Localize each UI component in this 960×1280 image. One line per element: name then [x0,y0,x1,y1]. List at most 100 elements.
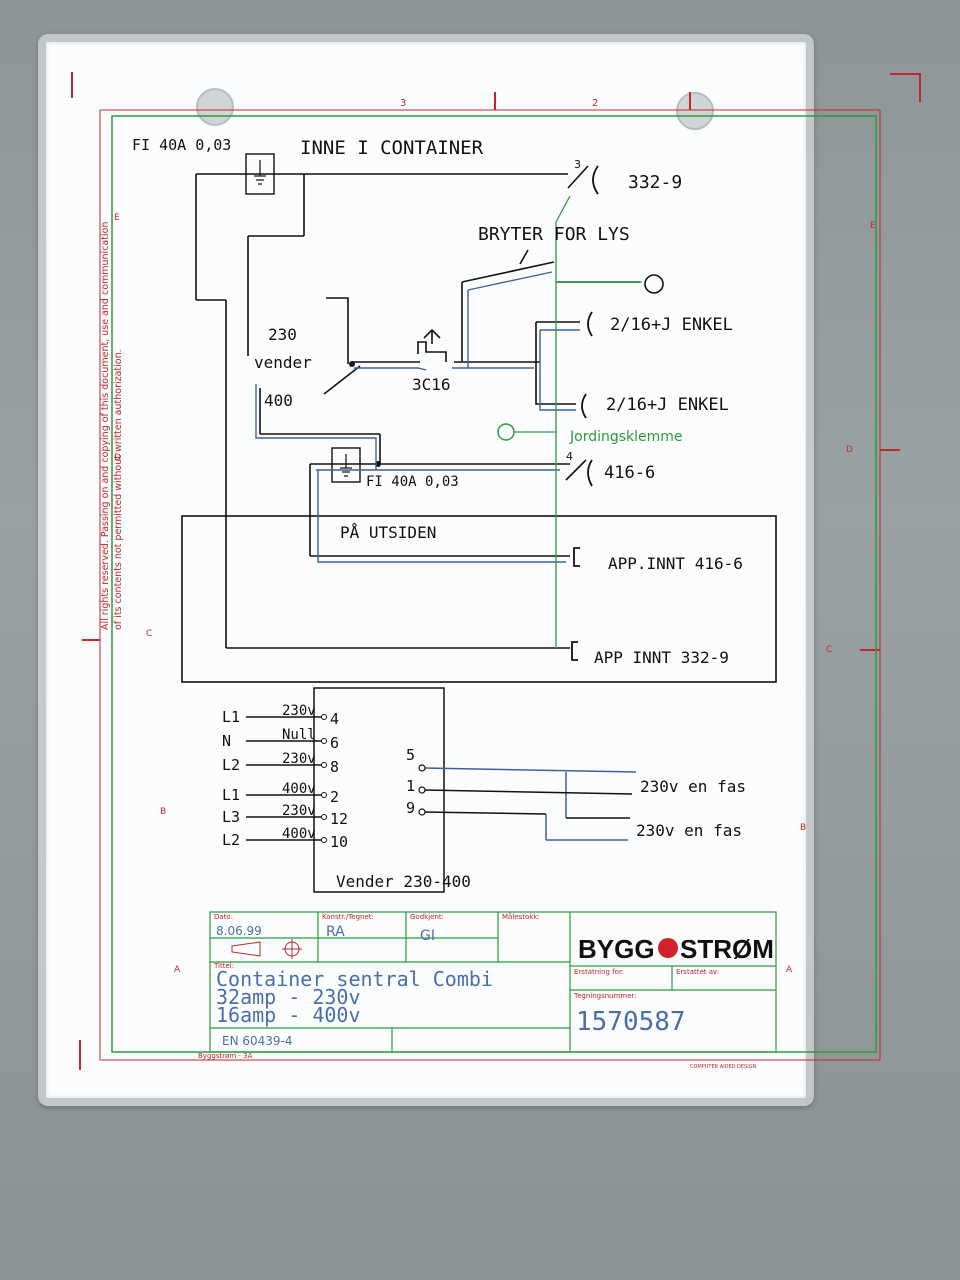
brand-logo-right: STRØM [680,934,774,964]
socket-brackets [571,165,599,661]
out-terminal-5: 5 [406,746,415,764]
changeover-label: Vender 230-400 [336,872,471,891]
inlet-416-label: APP.INNT 416-6 [608,554,743,573]
terminal-number: 6 [330,734,339,752]
earth-terminal-label: Jordingsklemme [569,429,683,445]
drawing-title-line-2: 32amp - 230v [216,985,361,1009]
zone-letter-left-a: A [174,965,181,975]
approved-caption: Godkjent: [410,913,444,921]
title-caption: Tittel: [213,962,234,970]
zone-letter-left-b: B [160,807,166,817]
drawing-date: 8.06.99 [216,924,262,938]
single-phase-output-2: 230v en fas [636,821,742,840]
date-caption: Dato: [214,913,233,921]
zone-letter-right-a: A [786,965,793,975]
vender-400-label: 400 [264,391,293,410]
rcd-top-label: FI 40A 0,03 [132,136,231,154]
terminal-point [321,762,327,768]
title-block-grid [209,911,777,1053]
output-terminal-dots [418,764,426,816]
terminal-number: 4 [330,710,339,728]
blue-wiring [255,271,580,563]
projection-icon [231,939,302,959]
output-wiring [423,767,637,841]
light-switch-label: BRYTER FOR LYS [478,224,630,245]
approved-by: GI [420,928,435,944]
zone-letter-right-c: C [826,645,832,655]
schematic-sheet [46,42,806,1098]
terminal-voltage-label: 230v [282,703,316,719]
terminal-line-label: L1 [222,708,240,726]
brand-logo-left: BYGG [578,934,655,964]
inlet-332-label: APP INNT 332-9 [594,648,729,667]
brand-logo-dot [658,938,678,958]
socket-1-label: 2/16+J ENKEL [610,315,733,335]
terminal-point [321,837,327,843]
terminal-line-label: L3 [222,808,240,826]
breaker-pole-count: 3 [574,158,581,171]
breaker-332-label: 332-9 [628,172,682,193]
terminal-voltage-label: 400v [282,826,316,842]
zone-letter-left-c: C [146,629,152,639]
zone-letter-left-d: D [114,453,121,463]
footer-right: COMPUTER AIDED DESIGN [690,1064,757,1070]
scale-caption: Målestokk: [502,912,540,921]
vender-label: vender [254,353,312,372]
drawing-title-line-3: 16amp - 400v [216,1003,361,1027]
terminal-line-label: L1 [222,786,240,804]
footer-left: Byggstrøm - 3A [198,1052,253,1060]
vender-230-label: 230 [268,325,297,344]
terminal-voltage-label: 230v [282,751,316,767]
red-frame [71,72,921,1070]
green-earth-wiring [514,195,642,648]
terminal-line-label: L2 [222,756,240,774]
drawing-number: 1570587 [576,1007,686,1037]
drawn-by: RA [326,924,345,940]
zone-letter-right-b: B [800,823,806,833]
terminal-voltage-label: 400v [282,781,316,797]
rcd-lower-label: FI 40A 0,03 [366,474,459,490]
copyright-line-1: All rights reserved. Passing on and copy… [100,222,111,630]
drawing-number-caption: Tegningsnummer: [573,992,637,1000]
lamp-symbol [644,274,664,294]
terminal-line-label: L2 [222,831,240,849]
terminal-voltage-label: 230v [282,803,316,819]
zone-letter-right-d: D [846,445,853,455]
terminal-point [321,792,327,798]
socket-2-label: 2/16+J ENKEL [606,395,729,415]
terminal-point [321,738,327,744]
out-terminal-1: 1 [406,777,415,795]
zone-letter-left-e: E [114,213,120,223]
zone-number-2: 2 [592,98,598,109]
copyright-note: All rights reserved. Passing on and copy… [100,222,124,630]
terminal-line-label: N [222,732,231,750]
breaker-416-label: 416-6 [604,463,655,483]
punch-hole-right [676,92,714,130]
zone-number-3: 3 [400,98,406,109]
earth-terminal-symbol [497,423,515,441]
copyright-line-2: of its contents not permitted without wr… [113,349,124,630]
replaced-caption: Erstattet av: [676,968,719,976]
terminal-number: 10 [330,833,348,851]
zone-letter-right-e: E [870,221,876,231]
terminal-point [321,814,327,820]
mcb-3c16-label: 3C16 [412,375,451,394]
out-terminal-9: 9 [406,799,415,817]
inside-container-heading: INNE I CONTAINER [300,137,484,159]
replaces-caption: Erstatning for: [574,968,624,976]
single-phase-output-1: 230v en fas [640,777,746,796]
earth-symbols [254,160,352,477]
drawing-title-line-1: Container sentral Combi [216,967,493,991]
outside-heading: PÅ UTSIDEN [340,523,436,542]
terminal-number: 2 [330,788,339,806]
punch-hole-left [196,88,234,126]
terminal-voltage-label: Null [282,727,316,743]
terminal-point [321,714,327,720]
junction-dot-2 [349,361,355,367]
standard-reference: EN 60439-4 [222,1034,293,1048]
drawn-caption: Konstr./Tegnet: [322,913,374,921]
output-wiring-black [423,789,633,819]
breaker2-pole-count: 4 [566,450,573,463]
